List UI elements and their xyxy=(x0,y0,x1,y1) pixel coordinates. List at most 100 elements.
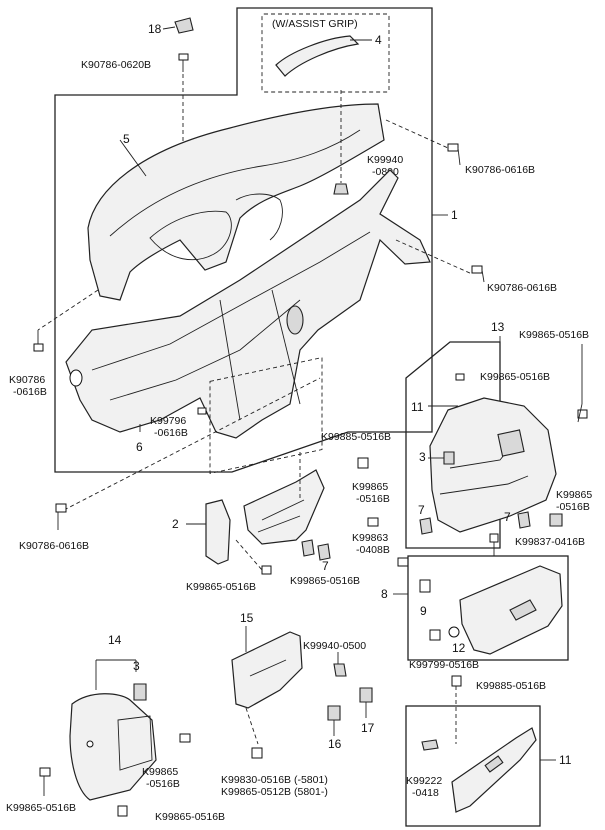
callout-3a: 3 xyxy=(419,450,426,464)
pn-99865-14-b: -0516B xyxy=(146,778,180,790)
pn-99865-bl: K99865-0516B xyxy=(6,802,76,814)
bolt-left xyxy=(33,330,44,352)
bolt-14-bottom xyxy=(117,805,128,817)
callout-7c: 7 xyxy=(322,559,329,573)
pn-99865-box13: K99865-0516B xyxy=(480,371,550,383)
pn-99865-mid-a: K99865 xyxy=(352,481,388,493)
callout-15: 15 xyxy=(240,611,254,625)
bolt-right-top xyxy=(447,143,461,166)
pn-0616b-a: K90786-0616B xyxy=(465,164,535,176)
bolt-14-left xyxy=(39,767,51,796)
stopper-12 xyxy=(429,626,460,641)
bolt-99885-low xyxy=(451,675,462,687)
clip-99940-0800 xyxy=(333,90,349,195)
bolt-top xyxy=(178,53,189,72)
clip-right xyxy=(549,513,563,527)
callout-17: 17 xyxy=(361,721,375,735)
pn-99865-14-a: K99865 xyxy=(142,766,178,778)
pn-99863-b: -0408B xyxy=(356,544,390,556)
side-panel-14 xyxy=(69,693,157,801)
callout-12: 12 xyxy=(452,641,466,655)
pn-99863-a: K99863 xyxy=(352,532,388,544)
assist-grip-note: (W/ASSIST GRIP) xyxy=(272,18,358,30)
callout-5: 5 xyxy=(123,132,130,146)
clip-3a xyxy=(443,451,455,465)
bolt-99885 xyxy=(357,457,369,469)
under-cover-15 xyxy=(231,631,303,709)
pn-99865-0512: K99865-0512B (5801-) xyxy=(221,786,328,798)
clip-99940-0500 xyxy=(333,663,347,677)
glove-box-lid xyxy=(451,727,537,813)
latch-9 xyxy=(419,579,431,593)
pn-99865-mid-b: -0516B xyxy=(356,493,390,505)
callout-9: 9 xyxy=(420,604,427,618)
clip-16 xyxy=(327,705,341,721)
callout-10: 11 xyxy=(411,400,424,414)
pn-99796-a: K99796 xyxy=(150,415,186,427)
pn-99940-0500: K99940-0500 xyxy=(303,640,366,652)
callout-3b: 3 xyxy=(133,659,140,673)
pn-99796-b: -0616B xyxy=(154,427,188,439)
bolt-lower-2 xyxy=(261,565,272,575)
glovebox-frame xyxy=(429,397,557,533)
pn-99940-a: K99940 xyxy=(367,154,403,166)
pn-99865-right-a: K99865 xyxy=(556,489,592,501)
callout-13: 13 xyxy=(491,320,505,334)
bolt-14-right xyxy=(179,733,191,743)
pn-99865-top: K99865-0516B xyxy=(519,329,589,341)
clip-3b xyxy=(133,683,147,701)
screw-99837 xyxy=(489,533,499,556)
callout-18: 18 xyxy=(148,22,162,36)
main-assembly-frame xyxy=(54,7,433,473)
clip-7c xyxy=(301,539,315,557)
bolt-99796 xyxy=(197,407,207,415)
cap-18 xyxy=(174,17,194,34)
clip-99222 xyxy=(421,739,439,751)
callout-2: 2 xyxy=(172,517,179,531)
callout-6: 6 xyxy=(136,440,143,454)
pn-99885-mid: K99885-0516B xyxy=(321,431,391,443)
pn-99222-b: -0418 xyxy=(412,787,439,799)
bolt-box13 xyxy=(455,373,465,381)
dashboard-pad xyxy=(87,103,385,301)
bolt-mid-right xyxy=(367,517,379,527)
pn-left-b: -0616B xyxy=(13,386,47,398)
clip-7d xyxy=(317,543,331,561)
pn-left-a: K90786 xyxy=(9,374,45,386)
screw-99830 xyxy=(251,747,263,759)
pn-99837: K99837-0416B xyxy=(515,536,585,548)
pn-99865-right-b: -0516B xyxy=(556,501,590,513)
group-8-frame xyxy=(407,555,569,661)
pn-99222-a: K99222 xyxy=(406,775,442,787)
clip-7b xyxy=(517,511,531,529)
pn-99865-2b: K99865-0516B xyxy=(290,575,360,587)
callout-11: 11 xyxy=(559,753,572,767)
callout-7b: 7 xyxy=(504,510,511,524)
bracket-mount xyxy=(243,469,325,545)
callout-8: 8 xyxy=(381,587,388,601)
bolt-bottom-left xyxy=(55,503,67,530)
pn-0616b-c: K90786-0616B xyxy=(19,540,89,552)
clip-7a xyxy=(419,517,433,535)
bolt-top-right xyxy=(577,403,588,423)
frame-dashed-zone xyxy=(209,357,323,474)
pn-99830: K99830-0516B (-5801) xyxy=(221,774,328,786)
pn-0616b-b: K90786-0616B xyxy=(487,282,557,294)
assist-grip xyxy=(275,35,360,77)
bracket-2 xyxy=(205,499,231,565)
bolt-right-mid xyxy=(471,265,485,283)
pn-99799: K99799-0516B xyxy=(409,659,479,671)
callout-7a: 7 xyxy=(418,503,425,517)
assist-grip-box xyxy=(261,13,390,93)
clip-17 xyxy=(359,687,373,703)
bolt-99863 xyxy=(397,557,409,567)
callout-16: 16 xyxy=(328,737,342,751)
callout-4: 4 xyxy=(375,33,382,47)
pn-99885-low: K99885-0516B xyxy=(476,680,546,692)
reinforcement-frame xyxy=(65,169,431,439)
callout-1: 1 xyxy=(451,208,458,222)
pn-0620b: K90786-0620B xyxy=(81,59,151,71)
pn-99865-2a: K99865-0516B xyxy=(186,581,256,593)
pn-99865-bc: K99865-0516B xyxy=(155,811,225,823)
